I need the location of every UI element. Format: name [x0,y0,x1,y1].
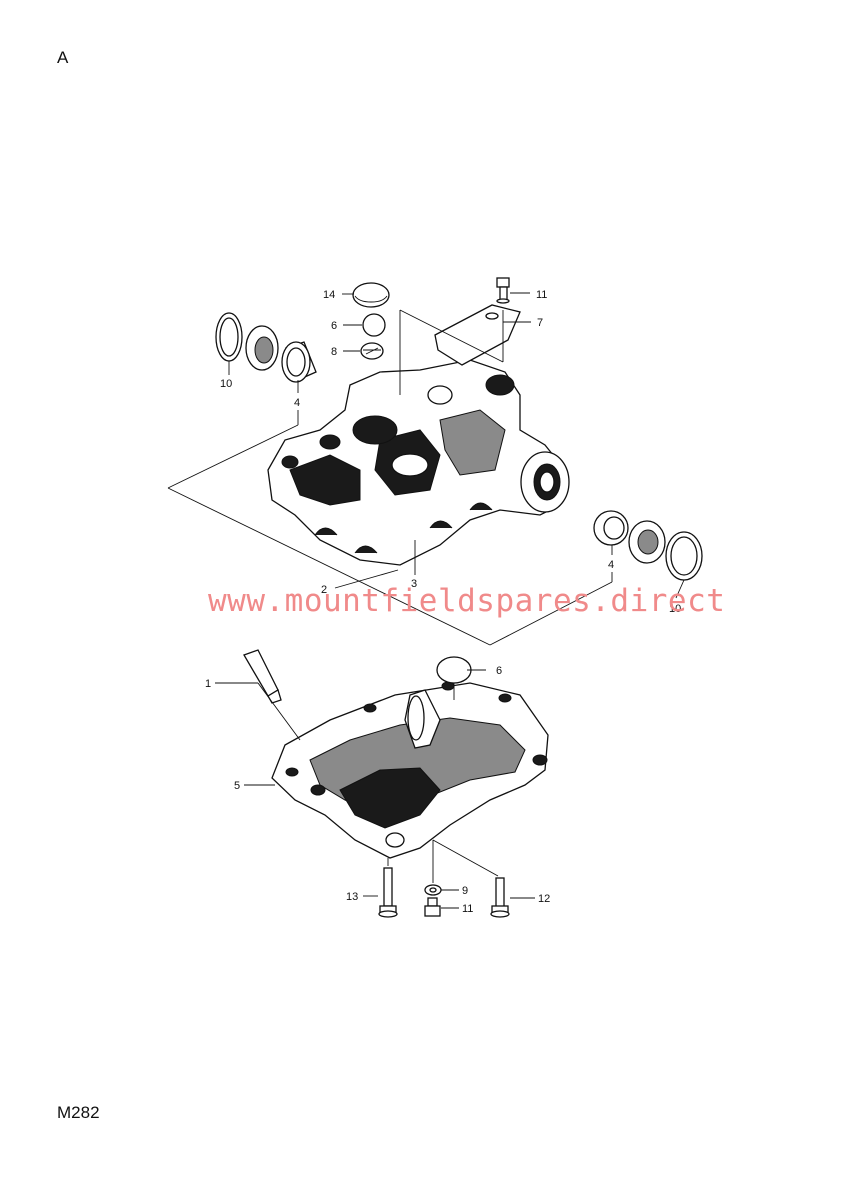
circlip-part-10-right [665,531,703,581]
plug-part-6-lower [436,656,472,684]
lower-housing-part-5 [271,681,549,859]
seal-ring-right [628,520,666,564]
drain-plug-part-11-lower [424,897,441,917]
bracket-part-7 [434,304,521,366]
upper-housing-part-2 [267,359,570,566]
callout-14: 14 [323,289,335,301]
upper-leader-lines [167,292,685,646]
lower-leader-lines [215,669,535,909]
callout-6-top: 6 [331,320,337,332]
callout-10-right: 10 [669,603,681,615]
callout-13: 13 [346,891,358,903]
callout-11-lower: 11 [462,903,473,915]
cap-part-14 [352,282,390,308]
watermark-text: www.mountfieldspares.direct [208,583,725,619]
bolt-part-11-top [496,277,510,304]
plug-part-6-top [362,313,386,337]
washer-part-9 [424,884,442,896]
circlip-part-10-left [215,312,243,362]
callout-5: 5 [234,780,240,792]
sealant-tube-part-1 [243,649,282,704]
callout-4-left: 4 [294,397,300,409]
callout-1: 1 [205,678,211,690]
bushing-part-4-right [593,510,629,546]
bolt-part-12 [490,877,510,918]
seal-part-8 [360,342,384,360]
page-letter: A [57,48,69,67]
seal-ring-left [245,325,279,371]
bolt-part-13 [378,867,398,918]
page-code: M282 [57,1103,100,1122]
bushing-part-4-left [281,341,317,383]
callout-10-left: 10 [220,378,232,390]
callout-11-top: 11 [536,289,547,301]
callout-9: 9 [462,885,468,897]
callout-3: 3 [411,578,417,590]
callout-8: 8 [331,346,337,358]
callout-2: 2 [321,584,327,596]
callout-4-right: 4 [608,559,614,571]
callout-7: 7 [537,317,543,329]
callout-6-lower: 6 [496,665,502,677]
callout-12: 12 [538,893,550,905]
